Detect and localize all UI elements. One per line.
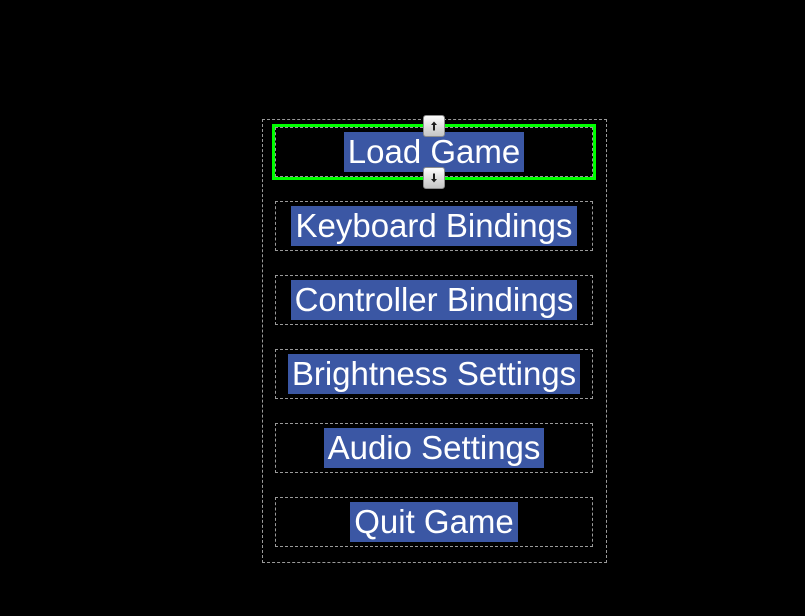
arrow-up-icon <box>428 120 440 132</box>
menu-item-audio-settings[interactable]: Audio Settings <box>275 423 593 473</box>
menu-panel: Load Game Keyboard Bindings Controller B… <box>262 115 607 563</box>
menu-item-label: Brightness Settings <box>287 354 581 394</box>
menu-item-load-game[interactable]: Load Game <box>272 115 596 189</box>
menu-item-controller-bindings[interactable]: Controller Bindings <box>275 275 593 325</box>
scroll-up-button[interactable] <box>423 115 445 137</box>
menu-item-label: Keyboard Bindings <box>291 206 577 246</box>
menu-list: Load Game Keyboard Bindings Controller B… <box>263 115 606 562</box>
menu-item-label: Load Game <box>343 132 525 172</box>
menu-item-brightness-settings[interactable]: Brightness Settings <box>275 349 593 399</box>
scroll-down-button[interactable] <box>423 167 445 189</box>
menu-item-keyboard-bindings[interactable]: Keyboard Bindings <box>275 201 593 251</box>
arrow-down-icon <box>428 172 440 184</box>
menu-item-quit-game[interactable]: Quit Game <box>275 497 593 547</box>
menu-item-label: Controller Bindings <box>290 280 578 320</box>
menu-item-label: Quit Game <box>350 502 518 542</box>
menu-item-label: Audio Settings <box>323 428 545 468</box>
